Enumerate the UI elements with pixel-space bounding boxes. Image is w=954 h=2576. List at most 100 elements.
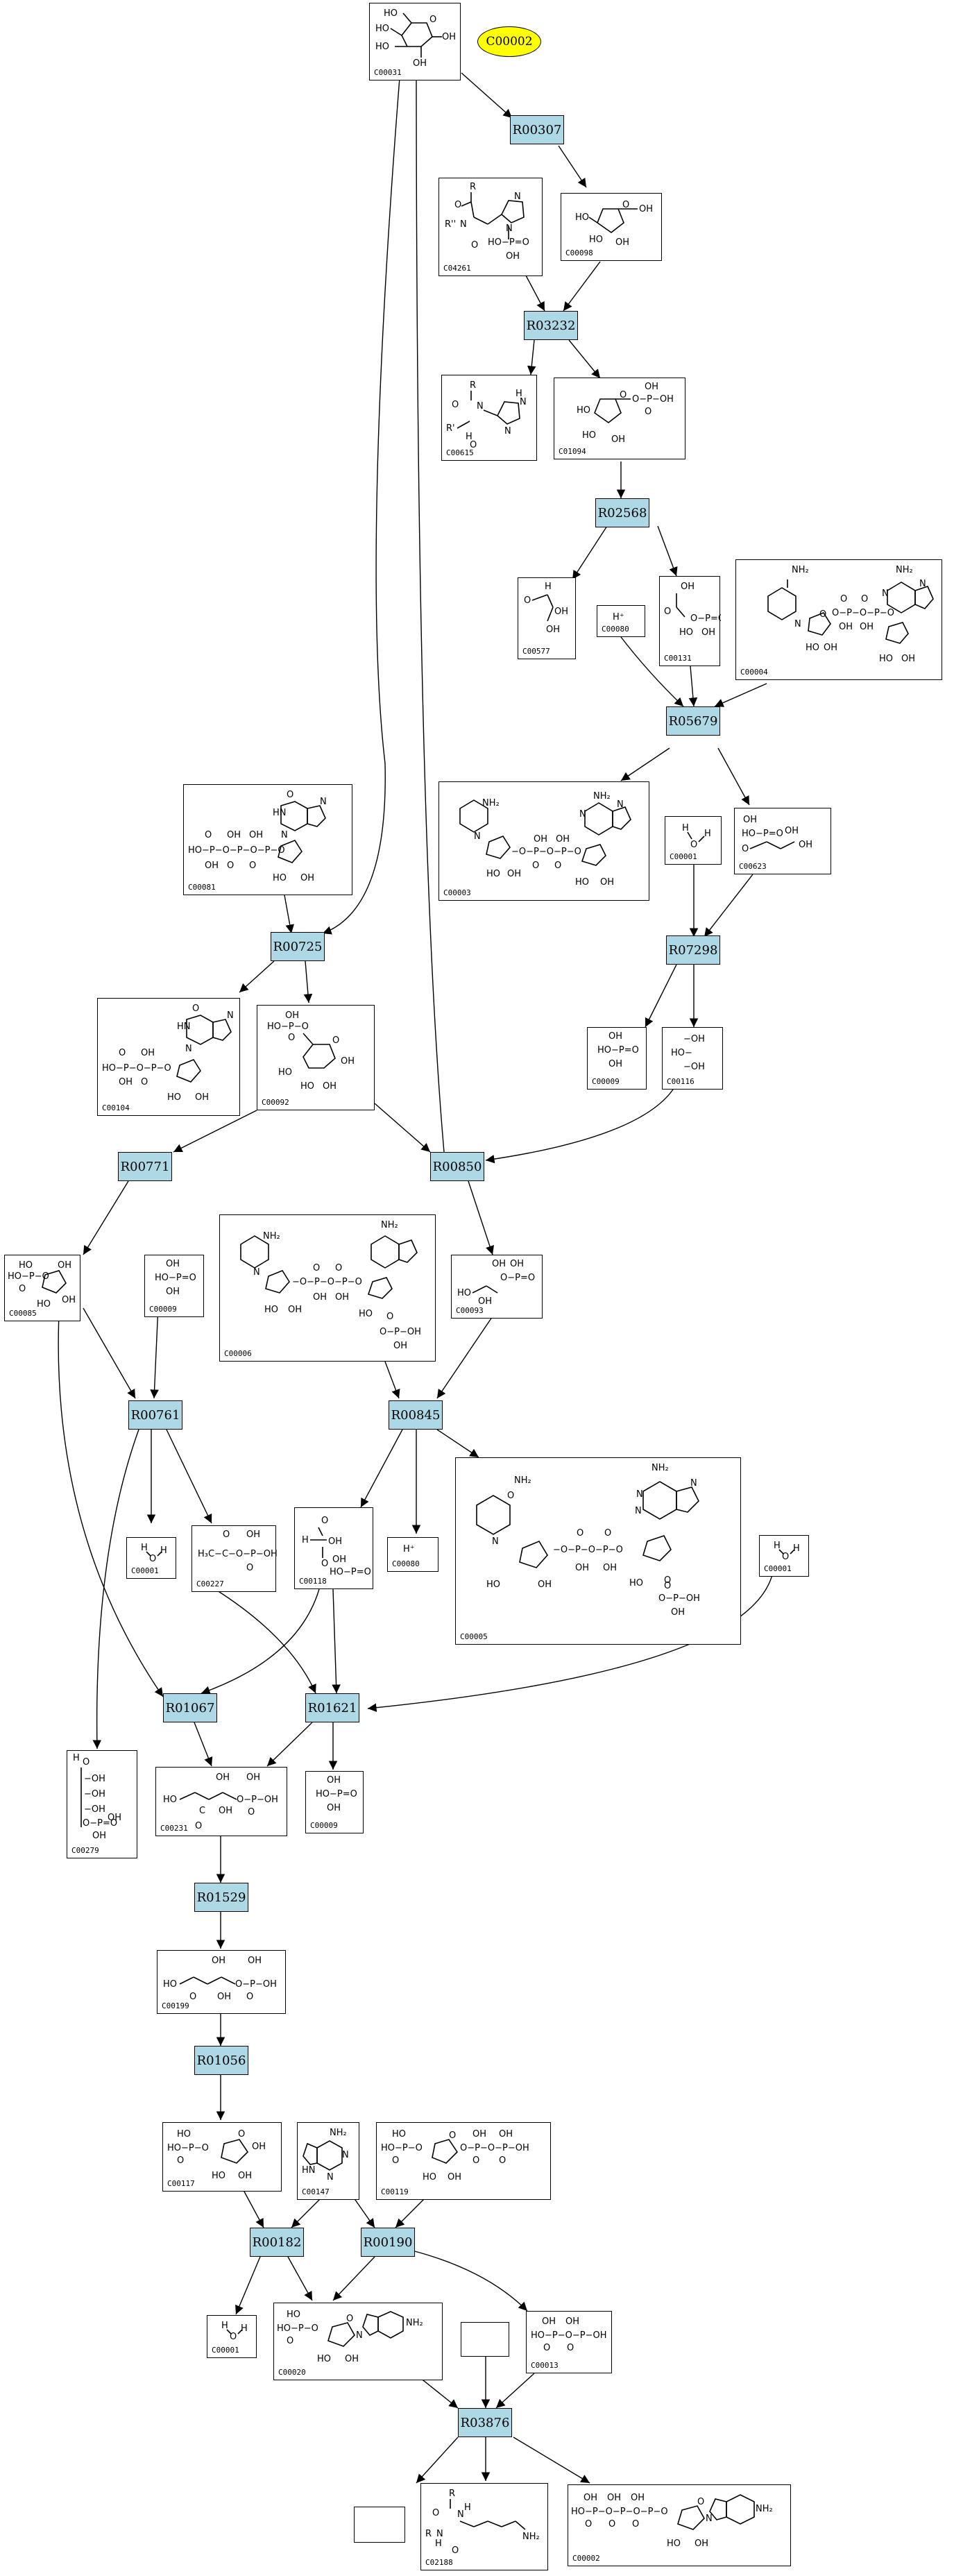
edge (384, 1361, 400, 1399)
svg-text:O: O (664, 1575, 671, 1586)
svg-text:O: O (454, 200, 461, 210)
svg-text:O: O (429, 15, 436, 25)
reaction-node[interactable]: R01529 (194, 1883, 248, 1912)
svg-text:OH: OH (216, 1772, 230, 1783)
svg-text:OH: OH (323, 1081, 337, 1092)
svg-text:HO: HO (19, 1260, 33, 1271)
reaction-node[interactable]: R03232 (524, 311, 578, 340)
svg-text:O−P=O: O−P=O (690, 613, 721, 624)
edge (83, 1307, 136, 1399)
compound-node[interactable]: H⁺ C00080 (387, 1537, 438, 1572)
reaction-node[interactable]: R00761 (128, 1400, 182, 1430)
compound-node[interactable] (354, 2507, 405, 2543)
compound-label: C00085 (9, 1309, 37, 1318)
svg-text:HO: HO (287, 2310, 300, 2320)
svg-text:O: O (532, 861, 539, 871)
svg-text:−O−P−O−P−O: −O−P−O−P−O (553, 1545, 623, 1555)
reaction-node[interactable]: R01067 (163, 1693, 217, 1722)
edge (332, 2256, 375, 2301)
svg-text:HO: HO (486, 1579, 500, 1590)
svg-text:HO: HO (457, 1288, 471, 1298)
compound-node[interactable]: H⁺ C00080 (597, 605, 645, 637)
svg-text:HO: HO (879, 654, 893, 664)
target-compound-ellipse[interactable]: C00002 (477, 26, 541, 57)
compound-label: C00020 (278, 2368, 306, 2377)
edge (688, 666, 698, 707)
reaction-node[interactable]: R01621 (305, 1693, 359, 1722)
reaction-node[interactable]: R00190 (361, 2228, 415, 2257)
reaction-node[interactable]: R00182 (250, 2228, 304, 2257)
compound-label: C00615 (446, 448, 474, 457)
edge (166, 1429, 212, 1524)
compound-label: C00092 (262, 1098, 289, 1107)
compound-node[interactable] (461, 2322, 509, 2357)
svg-text:O: O (141, 1077, 148, 1087)
svg-text:OH: OH (478, 1296, 492, 1307)
reaction-node[interactable]: R00307 (510, 115, 564, 144)
svg-text:OH: OH (195, 1092, 209, 1103)
reaction-node[interactable]: R02568 (595, 498, 649, 527)
reaction-node[interactable]: R05679 (666, 706, 720, 736)
svg-text:N: N (636, 1489, 643, 1500)
reaction-node[interactable]: R00850 (430, 1152, 484, 1181)
reaction-node[interactable]: R00845 (389, 1400, 443, 1430)
compound-label: C00119 (381, 2187, 409, 2196)
svg-text:H: H (793, 1543, 800, 1554)
reaction-node[interactable]: R00725 (271, 932, 325, 961)
edge (485, 1089, 674, 1164)
svg-text:OH: OH (288, 1305, 302, 1315)
reaction-node[interactable]: R01056 (194, 2046, 248, 2075)
svg-text:HO−P=O: HO−P=O (488, 237, 529, 248)
svg-text:HO: HO (177, 2129, 191, 2139)
svg-text:N: N (436, 2529, 443, 2539)
svg-text:OH: OH (510, 1259, 524, 1269)
svg-text:HN: HN (273, 808, 287, 818)
svg-text:OH: OH (799, 840, 812, 850)
reaction-node[interactable]: R07298 (666, 935, 720, 965)
reaction-node[interactable]: R00771 (118, 1152, 172, 1181)
svg-text:NH₂: NH₂ (482, 798, 500, 808)
reaction-node[interactable]: R03876 (458, 2408, 512, 2437)
svg-text:O: O (472, 2155, 479, 2166)
